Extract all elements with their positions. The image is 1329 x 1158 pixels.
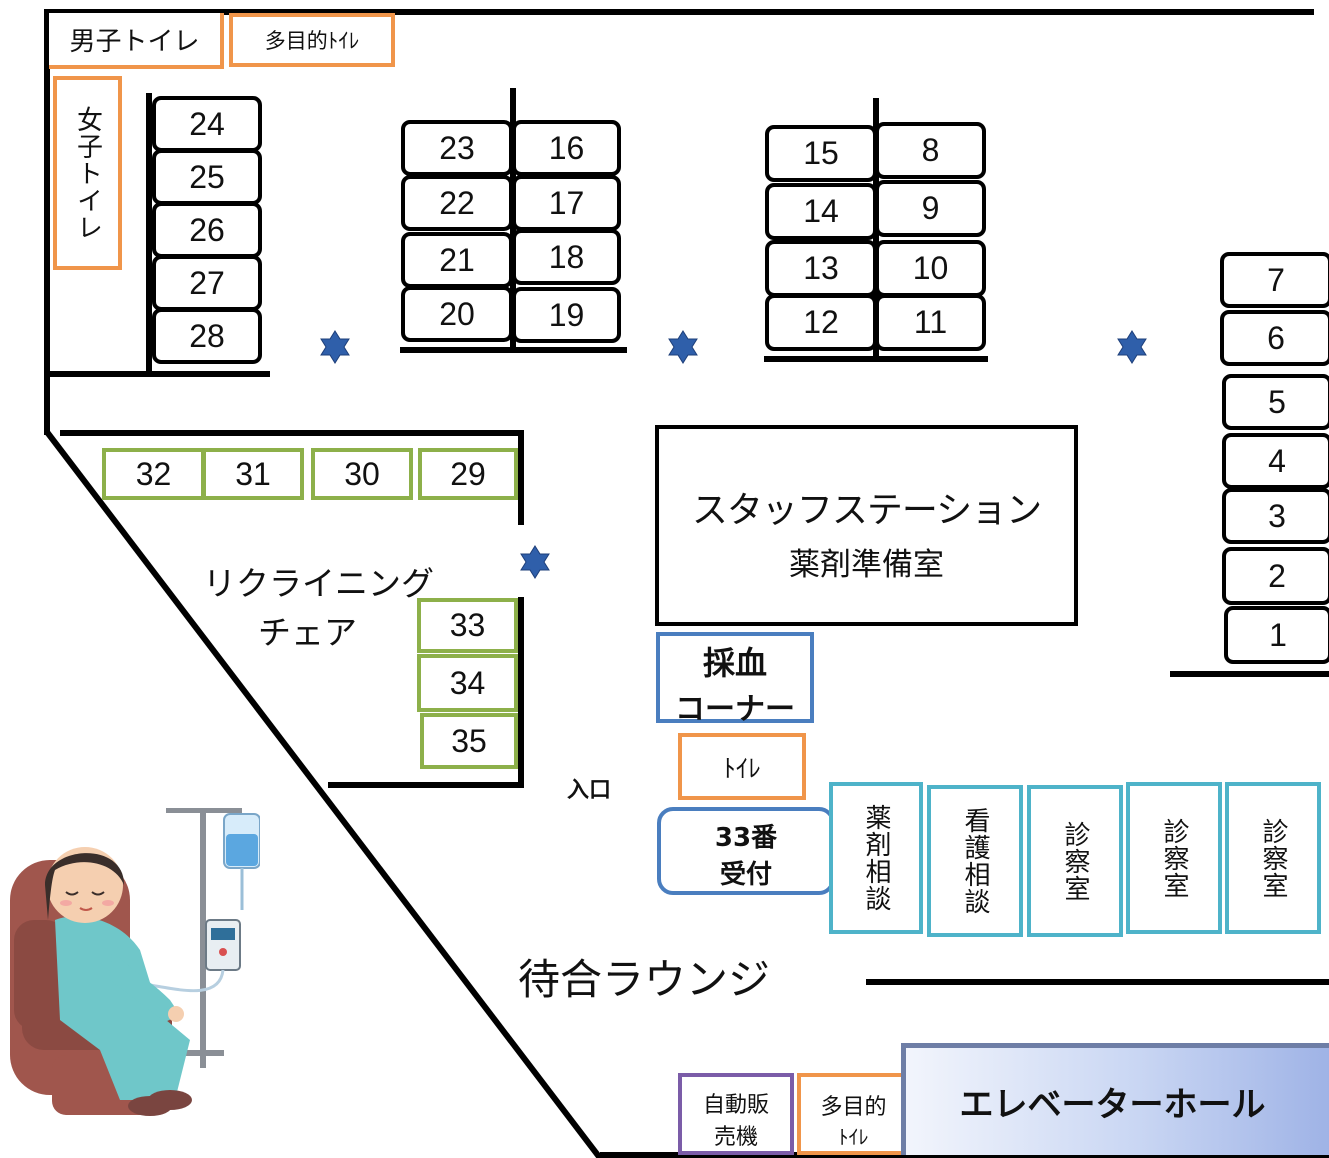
bed-5: 5 xyxy=(1222,374,1329,430)
exam-room-1: 診察室 xyxy=(1027,785,1123,937)
wall-beds-1-7-base xyxy=(1170,671,1329,677)
multipurpose-restroom-top-label: 多目的ﾄｲﾚ xyxy=(264,29,360,53)
bed-4: 4 xyxy=(1222,433,1329,489)
bed-13: 13 xyxy=(765,240,877,297)
chair-34: 34 xyxy=(417,654,518,712)
bed-24: 24 xyxy=(152,96,262,152)
exam-room-2: 診察室 xyxy=(1126,782,1222,934)
bed-21: 21 xyxy=(401,232,513,288)
bed-17: 17 xyxy=(512,175,621,231)
elevator-hall-label: エレベーターホール xyxy=(959,1085,1266,1125)
bed-23: 23 xyxy=(401,120,513,176)
chair-30: 30 xyxy=(311,448,413,500)
waiting-lounge-label: 待合ラウンジ xyxy=(518,955,771,1004)
multi-bottom-line2: ﾄｲﾚ xyxy=(838,1125,869,1149)
bed-9: 9 xyxy=(875,180,986,237)
wall-recliner-right-lower xyxy=(518,597,524,787)
bed-8: 8 xyxy=(875,122,986,179)
entrance-label: 入口 xyxy=(567,778,612,803)
vending-line2: 売機 xyxy=(713,1125,758,1150)
staff-station-title: スタッフステーション xyxy=(691,490,1042,531)
bed-15: 15 xyxy=(765,125,877,182)
mens-restroom-label: 男子トイレ xyxy=(69,26,200,57)
restroom-center: ﾄｲﾚ xyxy=(678,733,806,800)
blood-draw-line1: 採血 xyxy=(702,644,767,682)
bed-25: 25 xyxy=(152,149,262,205)
vending-line1: 自動販 xyxy=(702,1093,769,1118)
bed-12: 12 xyxy=(765,294,877,351)
bed-26: 26 xyxy=(152,202,262,258)
bed-14: 14 xyxy=(765,183,877,240)
womens-restroom: 女子トイレ xyxy=(53,76,122,270)
vending-machine: 自動販 売機 xyxy=(678,1073,794,1155)
recliner-label-line1: リクライニング xyxy=(203,564,434,603)
reception-33: 33番 受付 xyxy=(657,807,835,895)
exam-room-3: 診察室 xyxy=(1225,782,1321,934)
wall-recliner-right-upper xyxy=(518,430,524,525)
chair-31: 31 xyxy=(202,448,304,500)
wall-beds-8-15-base xyxy=(764,356,988,362)
wall-top xyxy=(44,9,1314,15)
blood-draw-line2: コーナー xyxy=(675,692,795,727)
bed-11: 11 xyxy=(875,294,986,351)
chair-32: 32 xyxy=(102,448,205,500)
mens-restroom: 男子トイレ xyxy=(49,13,224,69)
nursing-consult-room: 看護相談 xyxy=(927,785,1023,937)
womens-restroom-label: 女子トイレ xyxy=(72,105,103,241)
wall-beds-24-28-base xyxy=(50,371,270,377)
wall-lounge xyxy=(866,979,1329,985)
recliner-label-line2: チェア xyxy=(258,613,357,652)
chair-29: 29 xyxy=(418,448,518,500)
wall-beds-24-28 xyxy=(146,93,152,371)
bed-7: 7 xyxy=(1220,252,1329,308)
bed-28: 28 xyxy=(152,308,262,364)
consult-room-label: 診察室 xyxy=(1159,817,1189,899)
pharmacy-prep-room: 薬剤準備室 xyxy=(789,547,944,583)
bed-27: 27 xyxy=(152,255,262,311)
bed-6: 6 xyxy=(1220,310,1329,366)
wall-bottom xyxy=(600,1152,1329,1158)
star-marker-icon xyxy=(320,330,350,364)
bed-2: 2 xyxy=(1222,547,1329,605)
chair-35: 35 xyxy=(420,713,518,769)
star-marker-icon xyxy=(668,330,698,364)
multi-bottom-line1: 多目的 xyxy=(820,1095,887,1120)
bed-22: 22 xyxy=(401,175,513,231)
wall-recliner-bottom xyxy=(328,782,524,788)
wall-left xyxy=(44,9,50,435)
bed-19: 19 xyxy=(512,287,621,343)
multipurpose-restroom-top: 多目的ﾄｲﾚ xyxy=(229,13,395,67)
blood-draw-corner: 採血 コーナー xyxy=(656,632,814,727)
consult-room-label: 診察室 xyxy=(1258,817,1288,899)
staff-station: スタッフステーション 薬剤準備室 xyxy=(655,425,1078,626)
consult-room-label: 診察室 xyxy=(1060,820,1090,902)
chair-33: 33 xyxy=(417,598,518,653)
bed-10: 10 xyxy=(875,240,986,297)
bed-16: 16 xyxy=(512,120,621,176)
reception-line1: 33番 xyxy=(714,823,778,853)
pharmacy-consult-room: 薬剤相談 xyxy=(829,782,923,934)
star-marker-icon xyxy=(520,545,550,579)
elevator-hall: エレベーターホール xyxy=(901,1043,1329,1155)
wall-recliner-top xyxy=(60,430,524,436)
restroom-center-label: ﾄｲﾚ xyxy=(723,753,761,783)
wall-beds-16-23-base xyxy=(400,347,627,353)
bed-3: 3 xyxy=(1222,488,1329,544)
star-marker-icon xyxy=(1117,330,1147,364)
bed-1: 1 xyxy=(1224,606,1329,664)
bed-20: 20 xyxy=(401,286,513,342)
iv-patient-illustration xyxy=(10,808,260,1116)
multipurpose-restroom-bottom: 多目的 ﾄｲﾚ xyxy=(797,1073,910,1155)
reception-line2: 受付 xyxy=(719,860,772,890)
bed-18: 18 xyxy=(512,229,621,285)
consult-room-label: 薬剤相談 xyxy=(861,804,891,912)
consult-room-label: 看護相談 xyxy=(960,807,990,915)
